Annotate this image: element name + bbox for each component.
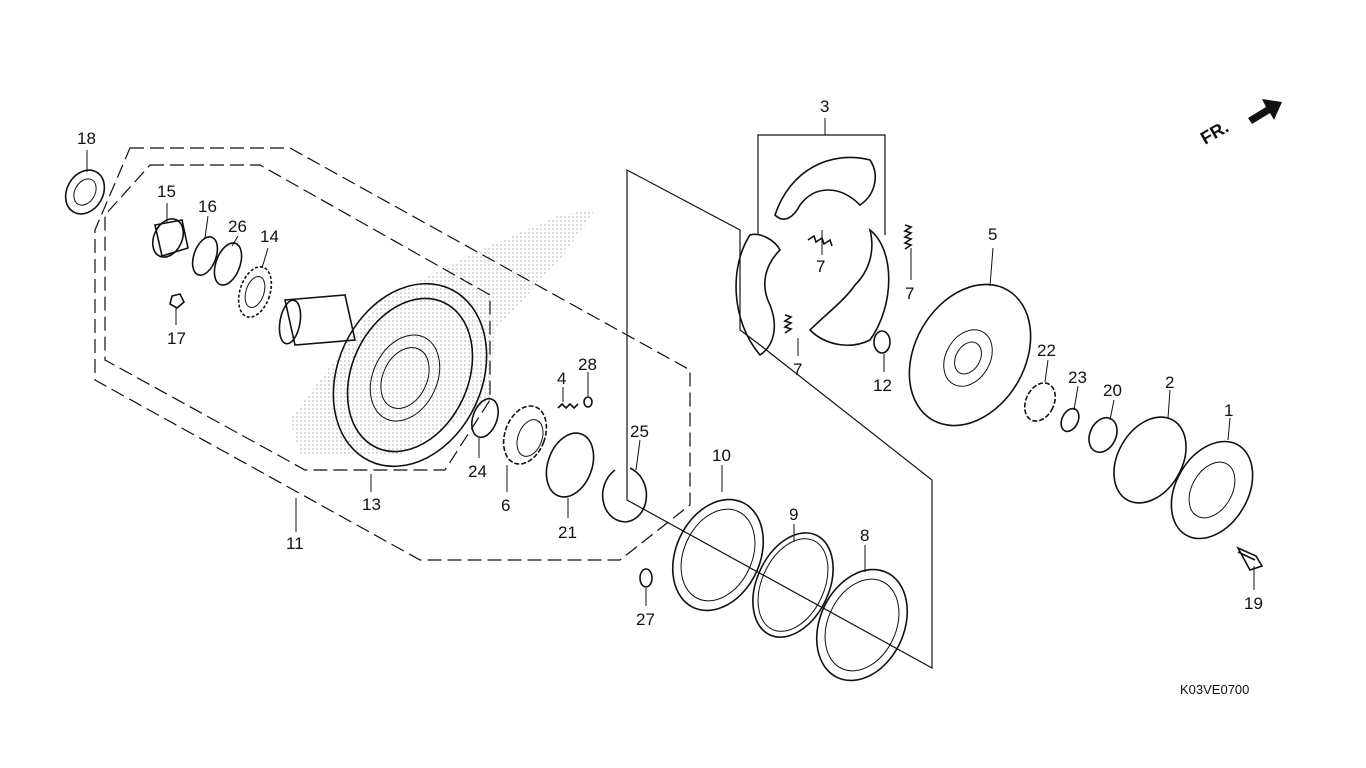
nut-22 <box>1023 382 1057 422</box>
spring-7a <box>807 234 833 247</box>
washer-23 <box>1060 407 1080 433</box>
callout-1: 1 <box>1224 401 1233 420</box>
oil-seal-18 <box>64 169 106 215</box>
fr-label: FR. <box>1197 117 1232 149</box>
drawing-code: K03VE0700 <box>1180 682 1249 697</box>
callout-2: 2 <box>1165 373 1174 392</box>
arrow-icon <box>1248 99 1282 124</box>
one-way-clutch-6 <box>502 405 548 465</box>
callout-10: 10 <box>712 446 731 465</box>
callout-18: 18 <box>77 129 96 148</box>
callout-7a: 7 <box>816 257 825 276</box>
bolt-19 <box>1236 546 1264 571</box>
drive-plate-5 <box>908 283 1032 427</box>
callout-24: 24 <box>468 462 487 481</box>
washer-26 <box>213 242 243 286</box>
circlip-25 <box>601 467 648 523</box>
callout-12: 12 <box>873 376 892 395</box>
gasket-2 <box>1113 416 1187 504</box>
callout-28: 28 <box>578 355 597 374</box>
callout-11: 11 <box>286 534 304 553</box>
clutch-outer-13 <box>278 282 488 468</box>
callout-17: 17 <box>167 329 186 348</box>
gear-14 <box>237 266 273 318</box>
ring-9 <box>752 532 834 638</box>
nut-27 <box>639 568 653 588</box>
assembly-11-outline <box>94 147 691 561</box>
snap-ring-16 <box>191 236 219 276</box>
callout-13: 13 <box>362 495 381 514</box>
spring-4 <box>557 402 579 410</box>
assembly-13-outline <box>104 164 491 471</box>
plate-10 <box>671 498 765 612</box>
callout-6: 6 <box>501 496 510 515</box>
callout-25: 25 <box>630 422 649 441</box>
assembly-clutch-outline <box>626 169 933 670</box>
bearing-15 <box>151 218 189 258</box>
callout-3: 3 <box>820 97 829 116</box>
nut-20 <box>1088 416 1118 454</box>
plate-8 <box>815 568 909 682</box>
callout-8: 8 <box>860 526 869 545</box>
plate-21 <box>545 432 595 498</box>
assembly-3-bracket <box>757 134 886 235</box>
front-direction-indicator: FR. <box>1197 99 1282 148</box>
callout-23: 23 <box>1068 368 1087 387</box>
callout-14: 14 <box>260 227 279 246</box>
callout-9: 9 <box>789 505 798 524</box>
collar-12 <box>873 330 891 354</box>
callout-7c: 7 <box>793 360 802 379</box>
shading <box>290 210 595 455</box>
pin-28 <box>583 396 593 408</box>
callout-27: 27 <box>636 610 655 629</box>
ring-24 <box>471 397 499 439</box>
callout-5: 5 <box>988 225 997 244</box>
callout-26: 26 <box>228 217 247 236</box>
leader-lines <box>86 118 1255 606</box>
callout-15: 15 <box>157 182 176 201</box>
cover-1 <box>1170 440 1254 540</box>
clutch-shoes-3 <box>735 156 890 357</box>
callout-19: 19 <box>1244 594 1263 613</box>
callout-16: 16 <box>198 197 217 216</box>
callout-4: 4 <box>557 369 566 388</box>
callout-20: 20 <box>1103 381 1122 400</box>
spring-7b <box>903 224 913 250</box>
spring-7c <box>783 314 793 334</box>
callout-7b: 7 <box>905 284 914 303</box>
nut-17 <box>169 293 185 309</box>
callout-22: 22 <box>1037 341 1056 360</box>
callout-21: 21 <box>558 523 577 542</box>
